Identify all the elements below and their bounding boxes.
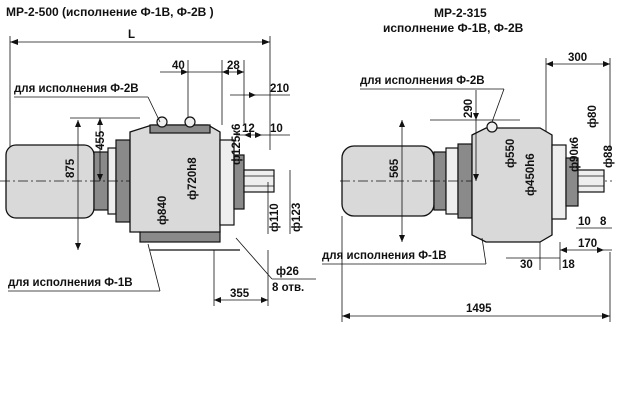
dim-550: ф550: [505, 139, 517, 168]
dim-1495: 1495: [466, 303, 492, 315]
dim-80: ф80: [587, 105, 599, 128]
right-note-f1v: для исполнения Ф-1В: [322, 250, 447, 262]
dim-10: 10: [270, 123, 283, 135]
dim-90: ф90к6: [569, 137, 581, 172]
dim-40: 40: [172, 60, 185, 72]
right-title-variant: исполнение Ф-1В, Ф-2В: [383, 21, 524, 35]
dim-28: 28: [227, 60, 240, 72]
dim-12: 12: [242, 123, 255, 135]
dim-455: 455: [95, 130, 107, 150]
left-output-shaft: [243, 169, 275, 193]
dim-355: 355: [230, 288, 250, 300]
dim-290: 290: [463, 99, 475, 118]
dim-r8: 8: [600, 216, 607, 228]
dim-holes: 8 отв.: [272, 282, 304, 294]
right-gearbox-drawing: 300 290 565 ф550 ф450h6 ф90к6 ф80 ф88 10: [322, 52, 615, 322]
dim-r10: 10: [578, 216, 591, 228]
right-output-shaft: [577, 169, 605, 193]
dim-18: 18: [562, 259, 575, 271]
left-note-f1v: для исполнения Ф-1В: [8, 277, 133, 289]
left-title: МР-2-500 (исполнение Ф-1В, Ф-2В ): [6, 5, 214, 19]
dim-720: ф720h8: [187, 157, 199, 200]
dim-88: ф88: [603, 145, 615, 168]
right-title-model: МР-2-315: [434, 6, 487, 20]
dim-26: ф26: [276, 266, 299, 278]
dim-840: ф840: [157, 196, 169, 225]
dim-110: ф110: [269, 203, 281, 232]
dim-875: 875: [65, 158, 77, 178]
dim-300: 300: [568, 52, 587, 64]
dim-125: ф125к6: [231, 124, 243, 165]
dim-450: ф450h6: [525, 153, 537, 196]
right-note-f2v: для исполнения Ф-2В: [360, 75, 485, 87]
left-motor: [5, 144, 95, 219]
left-note-f2v: для исполнения Ф-2В: [14, 83, 139, 95]
left-gearbox-drawing: L 40 28 210 455: [0, 29, 316, 306]
left-housing: [129, 124, 221, 241]
dim-L: L: [128, 29, 135, 41]
dim-170: 170: [578, 238, 597, 250]
dim-210: 210: [270, 83, 289, 95]
dim-565: 565: [389, 158, 401, 178]
dim-123: ф123: [291, 203, 303, 232]
dim-30: 30: [520, 259, 533, 271]
right-housing: [471, 127, 553, 243]
